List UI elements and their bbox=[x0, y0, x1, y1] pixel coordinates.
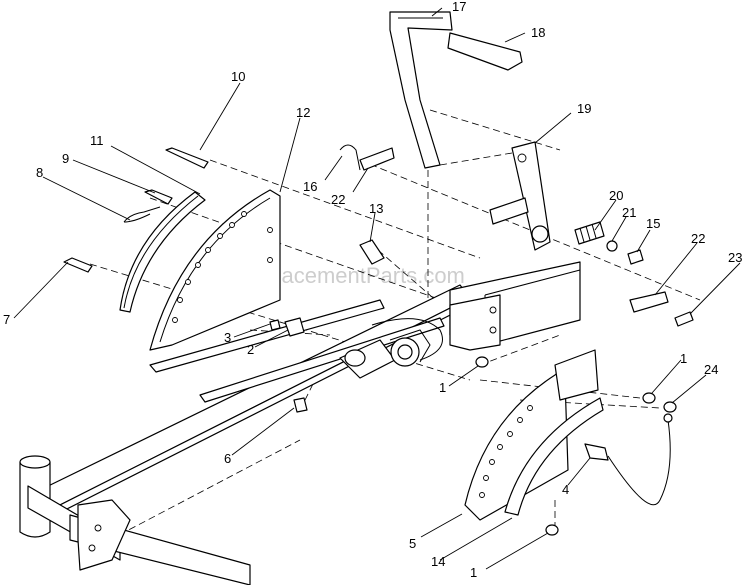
part-14-curved-strip bbox=[504, 397, 604, 516]
callout-23: 23 bbox=[728, 250, 742, 265]
callout-14: 14 bbox=[431, 554, 445, 569]
part-11-curved-strip bbox=[119, 191, 206, 313]
callout-21: 21 bbox=[622, 205, 636, 220]
callout-18: 18 bbox=[531, 25, 545, 40]
part-19-lever bbox=[489, 141, 551, 251]
callout-19: 19 bbox=[577, 101, 591, 116]
part-17-handle bbox=[389, 11, 453, 169]
hardware-items bbox=[63, 144, 694, 536]
callout-6: 6 bbox=[224, 451, 231, 466]
callout-4: 4 bbox=[562, 482, 569, 497]
callout-10: 10 bbox=[231, 69, 245, 84]
callout-17: 17 bbox=[452, 0, 466, 14]
part-18-grip bbox=[447, 32, 523, 71]
callout-8: 8 bbox=[36, 165, 43, 180]
callout-15: 15 bbox=[646, 216, 660, 231]
leader-lines bbox=[13, 7, 741, 570]
callout-1-right: 1 bbox=[680, 351, 687, 366]
callout-2: 2 bbox=[247, 342, 254, 357]
callout-7: 7 bbox=[3, 312, 10, 327]
part-12-side-plate bbox=[149, 189, 281, 351]
callout-11: 11 bbox=[90, 133, 104, 148]
callout-12: 12 bbox=[296, 105, 310, 120]
callout-13: 13 bbox=[369, 201, 383, 216]
part-5-side-plate-right bbox=[464, 349, 599, 521]
callout-3: 3 bbox=[224, 330, 231, 345]
callout-20: 20 bbox=[609, 188, 623, 203]
callout-16: 16 bbox=[303, 179, 317, 194]
callout-9: 9 bbox=[62, 151, 69, 166]
callout-22-right: 22 bbox=[691, 231, 705, 246]
callout-22-top: 22 bbox=[331, 192, 345, 207]
callout-1-center: 1 bbox=[439, 380, 446, 395]
frame-assembly bbox=[19, 261, 581, 585]
callout-24: 24 bbox=[704, 362, 718, 377]
callout-labels: 17 18 10 12 19 11 9 8 16 22 20 13 21 15 … bbox=[3, 0, 742, 580]
callout-1-bottom: 1 bbox=[470, 565, 477, 580]
callout-5: 5 bbox=[409, 536, 416, 551]
